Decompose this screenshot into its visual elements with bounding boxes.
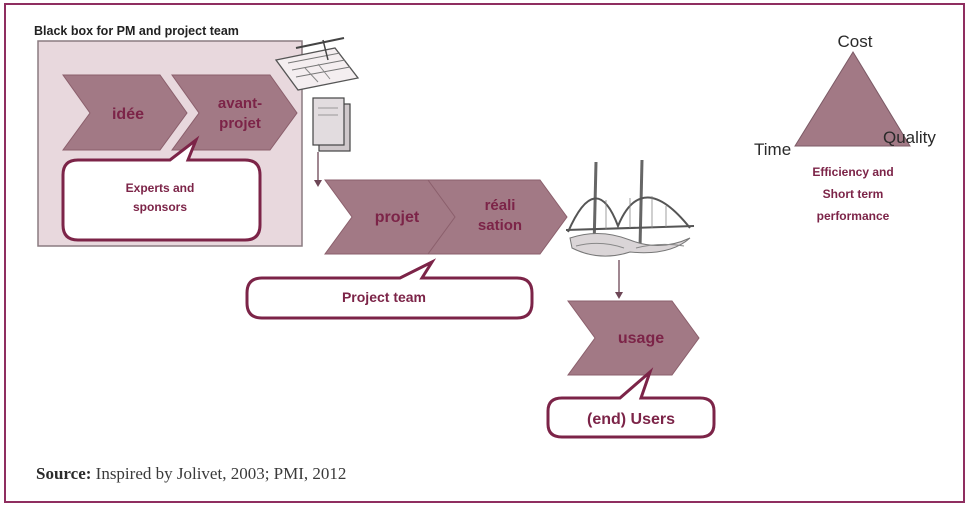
phase-avant-projet-label-2: projet — [219, 115, 261, 132]
bridge-icon — [565, 159, 695, 257]
cost-time-quality-triangle: Cost Time Quality Efficiency and Short t… — [754, 32, 936, 223]
users-callout: (end) Users — [546, 367, 716, 439]
phase-realisation-label-2: sation — [478, 217, 522, 234]
experts-callout-line-2: sponsors — [133, 200, 187, 214]
phase-idee: idée — [62, 74, 188, 151]
triangle-label-time: Time — [754, 140, 791, 159]
phase-avant-projet: avant- projet — [171, 74, 298, 151]
users-callout-label: (end) Users — [587, 411, 675, 428]
flow-arrow-to-usage — [615, 260, 623, 299]
documents-icon — [312, 97, 351, 152]
source-citation: Source: Inspired by Jolivet, 2003; PMI, … — [36, 464, 346, 484]
experts-callout: Experts and sponsors — [61, 135, 262, 242]
phase-projet-label: projet — [375, 209, 420, 226]
phase-avant-projet-label-1: avant- — [218, 95, 262, 112]
triangle-caption-line-3: performance — [817, 209, 890, 223]
phase-realisation: réali sation — [427, 179, 568, 255]
outer-frame — [4, 3, 965, 503]
flow-arrow-to-projet — [314, 152, 322, 187]
phase-usage-label: usage — [618, 330, 664, 347]
project-team-callout-label: Project team — [342, 289, 426, 305]
phase-usage: usage — [567, 300, 700, 376]
source-label: Source: — [36, 464, 92, 483]
black-box-title: Black box for PM and project team — [34, 24, 239, 38]
triangle-label-quality: Quality — [883, 128, 936, 147]
source-text: Inspired by Jolivet, 2003; PMI, 2012 — [95, 464, 347, 483]
phase-idee-label: idée — [112, 106, 144, 123]
triangle-caption-line-2: Short term — [823, 187, 884, 201]
triangle-label-cost: Cost — [838, 32, 873, 51]
experts-callout-line-1: Experts and — [126, 181, 195, 195]
triangle-caption-line-1: Efficiency and — [812, 165, 893, 179]
blueprint-icon — [274, 37, 360, 91]
project-team-callout: Project team — [245, 258, 534, 320]
phase-realisation-label-1: réali — [485, 197, 516, 214]
